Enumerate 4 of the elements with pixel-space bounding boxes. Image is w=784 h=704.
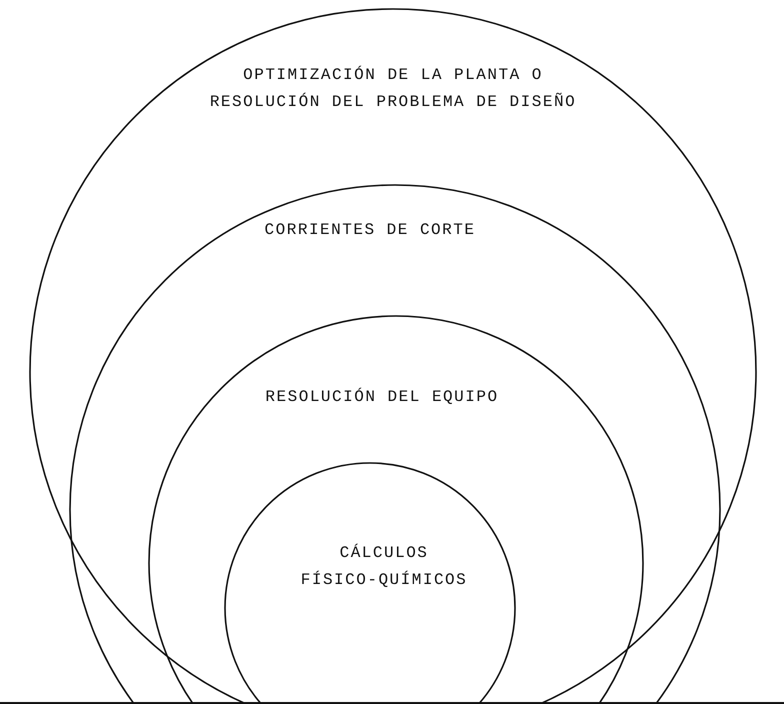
circle-label: CÁLCULOS FÍSICO-QUÍMICOS xyxy=(300,542,468,591)
circle-label: OPTIMIZACIÓN DE LA PLANTA O RESOLUCIÓN DEL PROBLEMA DE DISEÑO xyxy=(208,64,578,113)
circle-label: CORRIENTES DE CORTE xyxy=(264,220,476,241)
circle-label: RESOLUCIÓN DEL EQUIPO xyxy=(264,386,500,408)
